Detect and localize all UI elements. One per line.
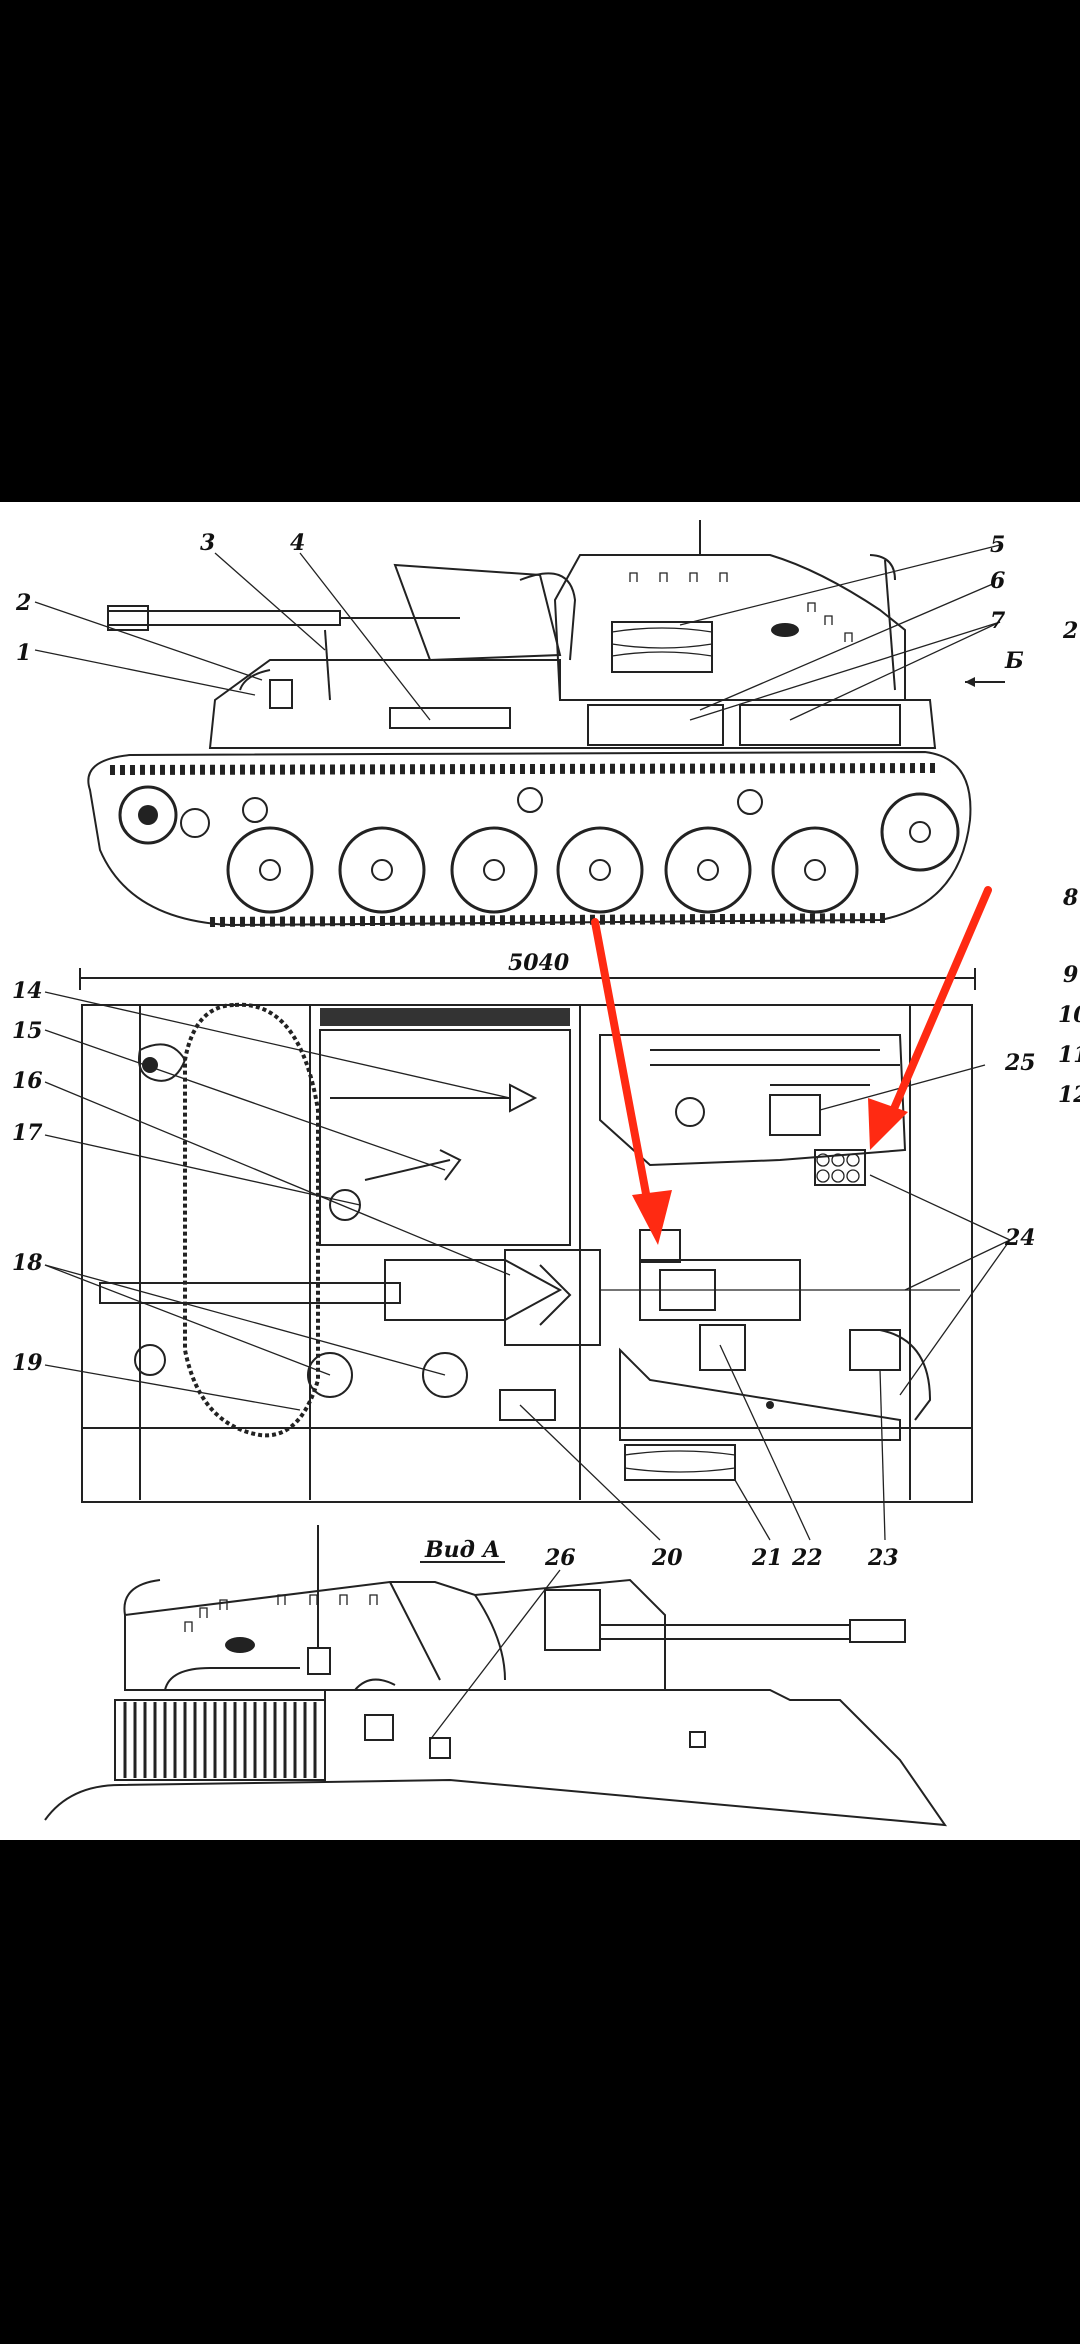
callout-6: 6 [990, 568, 1005, 594]
side-view [34, 520, 1005, 927]
callout-22: 22 [791, 1545, 823, 1571]
callout-16: 16 [12, 1068, 43, 1094]
callout-15: 15 [12, 1018, 43, 1044]
view-a [44, 1525, 948, 1827]
callout-14: 14 [12, 978, 43, 1004]
edge-callout-9: 9 [1063, 962, 1078, 988]
edge-callout-11: 11 [1058, 1042, 1080, 1068]
callout-3: 3 [200, 530, 215, 556]
edge-callout-2: 2 [1062, 618, 1078, 644]
engine-grille [123, 1702, 317, 1778]
edge-callout-10: 10 [1058, 1002, 1080, 1028]
callout-2: 2 [15, 590, 31, 616]
callout-1: 1 [16, 640, 31, 666]
dimension-label: 5040 [508, 950, 570, 976]
view-a-label: Вид А [424, 1537, 500, 1563]
callout-17: 17 [12, 1120, 43, 1146]
paper-sheet [0, 502, 1080, 1840]
plan-view [44, 968, 1011, 1541]
edge-callout-12: 12 [1058, 1082, 1080, 1108]
edge-callout-8: 8 [1062, 885, 1078, 911]
callout-19: 19 [12, 1350, 43, 1376]
callout-23: 23 [867, 1545, 899, 1571]
callout-20: 20 [651, 1545, 683, 1571]
callout-4: 4 [290, 530, 305, 556]
callout-5: 5 [990, 532, 1005, 558]
ammo-rack [816, 1153, 860, 1183]
callout-7: 7 [990, 608, 1006, 634]
callout-25: 25 [1004, 1050, 1036, 1076]
road-wheels [118, 785, 960, 914]
callout-26: 26 [544, 1545, 576, 1571]
red-annotation-arrows [591, 886, 992, 1245]
direction-label: Б [1004, 648, 1024, 674]
callout-21: 21 [751, 1545, 783, 1571]
callout-18: 18 [12, 1250, 43, 1276]
callout-numbers: 1 2 3 4 5 6 7 14 15 16 17 18 19 20 21 22… [12, 530, 1080, 1571]
callout-24: 24 [1004, 1225, 1036, 1251]
